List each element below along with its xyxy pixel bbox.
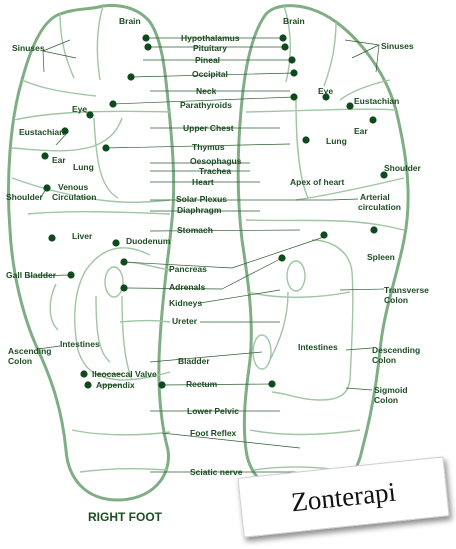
- point: [290, 69, 298, 77]
- label-sigmoid: Sigmoid: [374, 385, 408, 395]
- label-ascending: Ascending: [8, 346, 51, 356]
- label-intestines-right: Intestines: [298, 342, 338, 352]
- point: [41, 152, 49, 160]
- point: [278, 254, 286, 262]
- label-oesophagus: Oesophagus: [190, 156, 242, 166]
- label-ascending-colon: Colon: [8, 356, 32, 366]
- label-sigmoid-colon: Colon: [374, 395, 398, 405]
- point: [158, 381, 166, 389]
- label-foot-reflex: Foot Reflex: [190, 428, 237, 438]
- label-liver: Liver: [72, 231, 93, 241]
- point: [127, 73, 135, 81]
- right-foot-outline: [7, 4, 176, 502]
- point: [109, 100, 117, 108]
- point: [290, 93, 298, 101]
- label-venous: Venous: [58, 182, 89, 192]
- point: [120, 258, 128, 266]
- label-transverse: Transverse: [384, 285, 429, 295]
- point: [279, 34, 287, 42]
- label-eye-left: Eye: [72, 104, 87, 114]
- label-brain-right: Brain: [283, 16, 305, 26]
- label-thymus: Thymus: [192, 142, 225, 152]
- point: [67, 271, 75, 279]
- point: [43, 184, 51, 192]
- point: [80, 370, 88, 378]
- label-sinuses-right: Sinuses: [381, 41, 414, 51]
- label-diaphragm: Diaphragm: [177, 205, 222, 215]
- reflex-points: [41, 34, 388, 389]
- badge-text: Zonterapi: [289, 476, 398, 517]
- label-stomach: Stomach: [177, 225, 213, 235]
- point: [288, 56, 296, 64]
- point: [144, 43, 152, 51]
- label-pineal: Pineal: [195, 55, 220, 65]
- leader-lines: [27, 37, 385, 473]
- labels: Brain Brain Sinuses Sinuses Hypothalamus…: [6, 16, 429, 477]
- point: [48, 234, 56, 242]
- label-eustachian-right: Eustachian: [354, 96, 399, 106]
- label-lung-left: Lung: [73, 162, 94, 172]
- point: [61, 127, 69, 135]
- label-occipital: Occipital: [192, 69, 228, 79]
- label-transverse-colon: Colon: [384, 295, 408, 305]
- label-eye-right: Eye: [318, 86, 333, 96]
- point: [112, 239, 120, 247]
- label-upper-chest: Upper Chest: [183, 123, 234, 133]
- label-heart: Heart: [192, 177, 214, 187]
- label-pituitary: Pituitary: [193, 43, 227, 53]
- label-ear-right: Ear: [354, 126, 368, 136]
- label-lung-right: Lung: [326, 136, 347, 146]
- label-pancreas: Pancreas: [169, 264, 207, 274]
- point: [346, 102, 354, 110]
- label-intestines-left: Intestines: [60, 339, 100, 349]
- label-arterial: Arterial: [360, 192, 390, 202]
- label-apex-of-heart: Apex of heart: [290, 177, 344, 187]
- point: [370, 226, 378, 234]
- label-ureter: Ureter: [172, 316, 198, 326]
- label-sciatic-nerve: Sciatic nerve: [190, 467, 243, 477]
- point: [86, 111, 94, 119]
- label-sinuses-left: Sinuses: [12, 43, 45, 53]
- label-neck: Neck: [196, 86, 217, 96]
- point: [302, 136, 310, 144]
- label-parathyroids: Parathyroids: [180, 100, 232, 110]
- label-bladder: Bladder: [178, 356, 210, 366]
- label-kidneys: Kidneys: [169, 298, 202, 308]
- label-ear-left: Ear: [52, 155, 66, 165]
- label-arterial-circulation: circulation: [358, 202, 401, 212]
- point: [120, 284, 128, 292]
- foot-title: RIGHT FOOT: [88, 510, 163, 524]
- point: [102, 144, 110, 152]
- label-solar-plexus: Solar Plexus: [176, 194, 227, 204]
- label-eustachian-left: Eustachian: [19, 127, 64, 137]
- point: [268, 380, 276, 388]
- label-shoulder-left: Shoulder: [6, 192, 44, 202]
- point: [281, 43, 289, 51]
- label-trachea: Trachea: [199, 166, 231, 176]
- label-hypothalamus: Hypothalamus: [181, 33, 240, 43]
- point: [322, 93, 330, 101]
- label-brain-left: Brain: [119, 16, 141, 26]
- label-appendix: Appendix: [96, 380, 135, 390]
- label-gall-bladder: Gall Bladder: [6, 270, 57, 280]
- label-rectum: Rectum: [186, 379, 218, 389]
- label-descending-colon: Colon: [372, 355, 396, 365]
- label-ileocaecal-valve: Ileocaecal Valve: [92, 369, 157, 379]
- label-duodenum: Duodenum: [126, 236, 171, 246]
- label-adrenals: Adrenals: [169, 282, 206, 292]
- label-lower-pelvic: Lower Pelvic: [187, 406, 239, 416]
- point: [380, 171, 388, 179]
- point: [84, 381, 92, 389]
- point: [320, 231, 328, 239]
- left-foot-outline: [236, 4, 410, 497]
- label-descending: Descending: [372, 345, 420, 355]
- point: [369, 116, 377, 124]
- label-circulation: Circulation: [52, 192, 96, 202]
- point: [142, 34, 150, 42]
- label-shoulder-right: Shoulder: [384, 163, 422, 173]
- label-spleen: Spleen: [367, 252, 395, 262]
